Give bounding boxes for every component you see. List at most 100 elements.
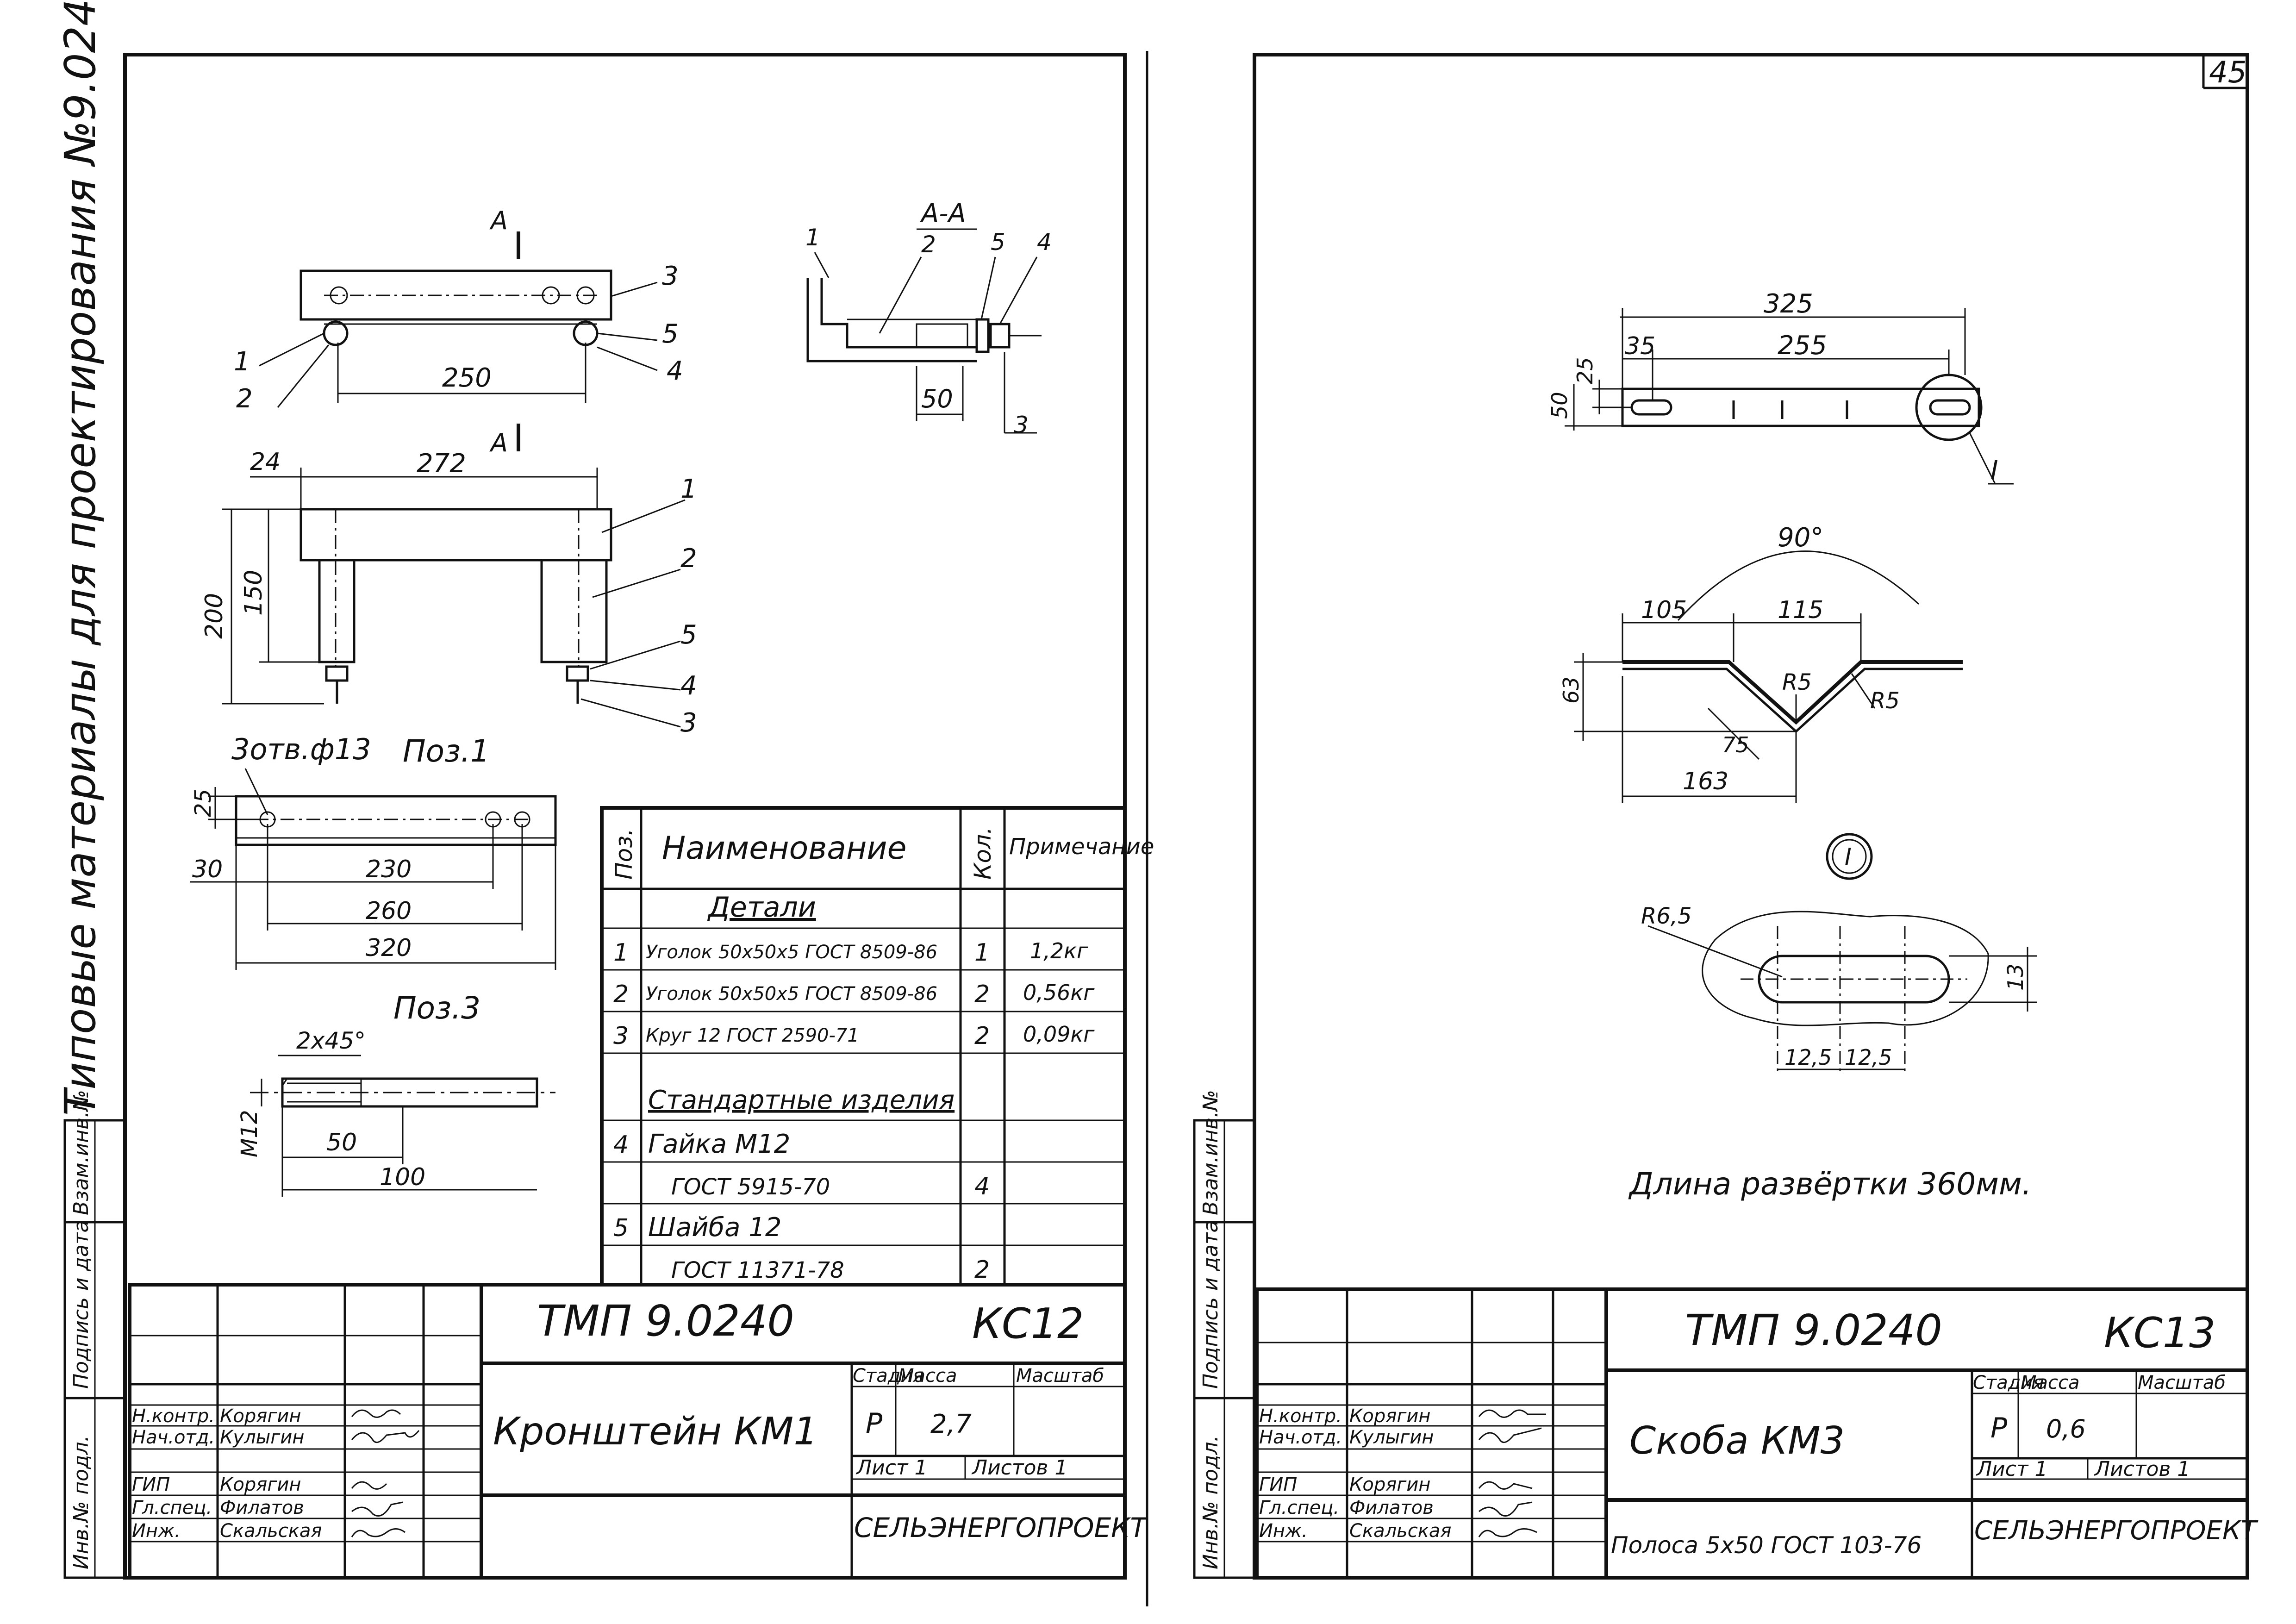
- right-role-1: Нач.отд.: [1259, 1427, 1342, 1448]
- pos1-title: Поз.1: [403, 733, 490, 769]
- pos1-dim-260: 260: [366, 897, 412, 925]
- holes-note: 3отв.ф13: [231, 732, 371, 766]
- right-mass-label: Масса: [2021, 1372, 2080, 1393]
- right-side-col-2: Подпись и дата: [1199, 1220, 1223, 1389]
- signature-4: [351, 1501, 403, 1517]
- left-mass-label: Масса: [898, 1365, 957, 1387]
- right-signature-4: [1479, 1501, 1533, 1517]
- side-title: Типовые материалы для проектирования №9.…: [56, 0, 105, 1116]
- left-sheet-no: Лист 1: [855, 1456, 927, 1480]
- right-person-5: Скальская: [1349, 1520, 1451, 1542]
- dim-r5-inner: R5: [1782, 669, 1812, 695]
- left-scale-label: Масштаб: [1016, 1365, 1104, 1387]
- right-role-3: ГИП: [1259, 1474, 1297, 1495]
- left-person-3: Корягин: [220, 1474, 301, 1495]
- section-a-a: А-А 50 1 2 5 4 3: [805, 199, 1052, 438]
- dim-272: 272: [417, 449, 466, 479]
- right-signature-2: [1478, 1427, 1542, 1443]
- spec-row1-name: Уголок 50х50х5 ГОСТ 8509-86: [646, 942, 937, 963]
- spec-header-note: Примечание: [1009, 834, 1154, 860]
- right-side-col-1: Инв.№ подл.: [1199, 1435, 1223, 1569]
- spec-row5-qty: 2: [974, 1256, 990, 1284]
- spec-row3-name: Круг 12 ГОСТ 2590-71: [646, 1025, 859, 1046]
- pos3-dim-m12: М12: [237, 1110, 262, 1158]
- right-signature-5: [1478, 1528, 1537, 1537]
- bracket-top-view: 250 А А 1 2 3 5 4: [234, 206, 683, 457]
- right-sheet: 45 Инв.№ подл. Подпись и дата Взам.инв.№…: [1193, 53, 2259, 1580]
- dim-75: 75: [1722, 732, 1749, 757]
- pos3-dim-50: 50: [326, 1129, 357, 1156]
- left-person-0: Корягин: [220, 1405, 301, 1427]
- side-col-2: Подпись и дата: [69, 1220, 93, 1389]
- right-sheet-no: Лист 1: [1976, 1457, 2047, 1481]
- right-scale-label: Масштаб: [2138, 1372, 2226, 1393]
- sec-callout-4: 4: [1037, 229, 1052, 256]
- detail-i-view: I R6,5 13 12,5 12,5: [1641, 833, 2037, 1074]
- left-role-4: Гл.спец.: [132, 1497, 212, 1518]
- detail-mark-label: I: [1990, 456, 1998, 486]
- left-role-5: Инж.: [132, 1520, 181, 1542]
- dim-150: 150: [240, 570, 268, 616]
- section-title: А-А: [920, 199, 966, 229]
- dim-163: 163: [1683, 768, 1728, 795]
- right-person-3: Корягин: [1349, 1474, 1431, 1495]
- spec-row1-pos: 1: [613, 939, 629, 967]
- left-sheets-total: Листов 1: [971, 1456, 1067, 1480]
- left-doc-code: ТМП 9.0240: [537, 1296, 794, 1346]
- dim-13: 13: [2003, 963, 2028, 991]
- spec-row4-name: Гайка М12: [648, 1129, 790, 1159]
- spec-header-name: Наименование: [662, 830, 906, 867]
- spec-header-pos: Поз.: [611, 828, 637, 880]
- spec-row2-note: 0,56кг: [1023, 980, 1095, 1005]
- right-side-col-3: Взам.инв.№: [1199, 1090, 1223, 1215]
- spec-row3-qty: 2: [974, 1022, 990, 1050]
- dim-12-5-a: 12,5: [1784, 1045, 1832, 1070]
- left-stage: Р: [866, 1407, 883, 1440]
- spec-header-qty: Кол.: [969, 827, 996, 880]
- dim-105: 105: [1641, 596, 1687, 624]
- dim-325: 325: [1764, 289, 1813, 319]
- front-callout-1: 1: [680, 474, 697, 504]
- sec-callout-3: 3: [1014, 412, 1029, 438]
- right-mass: 0,6: [2046, 1414, 2086, 1443]
- left-person-1: Кулыгин: [220, 1427, 304, 1448]
- section-label-top: А: [489, 206, 508, 235]
- callout-1: 1: [234, 347, 250, 377]
- right-role-4: Гл.спец.: [1259, 1497, 1339, 1518]
- dim-63: 63: [1559, 676, 1584, 704]
- spec-row2-name: Уголок 50х50х5 ГОСТ 8509-86: [646, 983, 937, 1005]
- left-sheet-code: КС12: [972, 1299, 1084, 1348]
- sec-callout-1: 1: [805, 224, 820, 251]
- right-part-name: Скоба КМ3: [1629, 1419, 1845, 1463]
- left-role-0: Н.контр.: [132, 1405, 215, 1427]
- right-material: Полоса 5х50 ГОСТ 103-76: [1611, 1532, 1922, 1559]
- signature-1: [351, 1409, 401, 1418]
- right-org: СЕЛЬЭНЕРГОПРОЕКТ: [1974, 1516, 2259, 1546]
- front-callout-2: 2: [680, 543, 697, 574]
- dim-90deg: 90°: [1778, 523, 1823, 553]
- front-callout-4: 4: [680, 671, 697, 701]
- dim-255: 255: [1778, 331, 1827, 361]
- pos1-view: 3отв.ф13 Поз.1 25 30 230 260 320: [190, 732, 557, 970]
- pos1-dim-230: 230: [366, 856, 412, 883]
- strip-bent-view: 90° 105 115 63 R5 R5 75 163: [1559, 523, 1963, 803]
- bracket-front-view: 24 272 200 150 1 2 5 4 3: [200, 448, 697, 738]
- right-person-0: Корягин: [1349, 1405, 1431, 1427]
- spec-row4-pos: 4: [613, 1131, 629, 1159]
- sec-callout-5: 5: [991, 229, 1005, 256]
- signature-2: [351, 1430, 420, 1443]
- section-label-bottom: А: [489, 428, 508, 457]
- spec-row1-qty: 1: [974, 939, 990, 967]
- left-title-block: ТМП 9.0240 КС12 Кронштейн КМ1 Стадия Мас…: [128, 1283, 1148, 1580]
- sec-callout-2: 2: [921, 231, 936, 258]
- right-title-block: ТМП 9.0240 КС13 Скоба КМ3 Полоса 5х50 ГО…: [1255, 1287, 2259, 1580]
- left-part-name: Кронштейн КМ1: [493, 1410, 817, 1454]
- callout-4: 4: [667, 356, 683, 386]
- right-signature-1: [1478, 1409, 1546, 1418]
- side-col-1: Инв.№ подл.: [69, 1435, 93, 1569]
- left-role-3: ГИП: [132, 1474, 170, 1495]
- right-doc-code: ТМП 9.0240: [1685, 1305, 1942, 1355]
- left-role-1: Нач.отд.: [132, 1427, 215, 1448]
- left-org: СЕЛЬЭНЕРГОПРОЕКТ: [854, 1512, 1148, 1543]
